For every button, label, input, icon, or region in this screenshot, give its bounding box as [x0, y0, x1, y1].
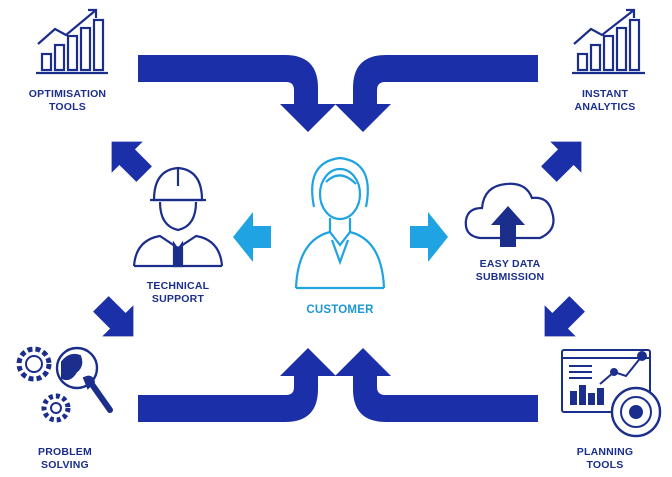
arrow-bottom-left — [138, 348, 336, 422]
label-customer: CUSTOMER — [290, 304, 390, 317]
cloud-upload-icon — [464, 182, 555, 247]
customer-person-icon — [294, 156, 386, 290]
flow-arrows — [93, 55, 585, 422]
arrow-diag-lower-right — [544, 296, 585, 337]
arrow-top-left — [138, 55, 336, 132]
arrow-top-right — [335, 55, 538, 132]
label-line: SUPPORT — [151, 293, 205, 305]
label-line: TECHNICAL — [146, 280, 210, 292]
label-line: SOLVING — [41, 459, 89, 471]
label-line: PLANNING — [576, 446, 634, 458]
label-line: OPTIMISATION — [28, 88, 107, 100]
bar-chart-trend-icon — [36, 8, 108, 75]
engineer-icon — [132, 166, 224, 268]
arrow-bottom-right — [335, 348, 538, 422]
dashboard-icon — [561, 349, 662, 438]
label-optimisation-tools: OPTIMISATION TOOLS — [10, 88, 125, 114]
label-line: SUBMISSION — [475, 271, 545, 283]
label-line: PROBLEM — [38, 446, 92, 458]
label-easy-data-submission: EASY DATA SUBMISSION — [455, 258, 565, 284]
label-line: CUSTOMER — [306, 304, 374, 316]
arrow-diag-upper-right — [541, 141, 582, 182]
arrow-diag-lower-left — [93, 296, 134, 337]
label-line: ANALYTICS — [574, 101, 636, 113]
label-technical-support: TECHNICAL SUPPORT — [128, 280, 228, 306]
light-arrows — [233, 212, 448, 262]
arrow-diag-upper-left — [111, 141, 152, 182]
bar-chart-trend-icon — [572, 8, 645, 75]
label-instant-analytics: INSTANT ANALYTICS — [550, 88, 660, 114]
label-line: TOOLS — [586, 459, 624, 471]
arrow-to-data-submission — [410, 212, 448, 262]
arrow-to-technical-support — [233, 212, 271, 262]
label-line: TOOLS — [49, 101, 86, 113]
label-problem-solving: PROBLEM SOLVING — [20, 446, 110, 472]
label-line: INSTANT — [581, 88, 629, 100]
label-planning-tools: PLANNING TOOLS — [560, 446, 650, 472]
label-line: EASY DATA — [479, 258, 541, 270]
gears-magnifier-icon — [16, 346, 113, 423]
